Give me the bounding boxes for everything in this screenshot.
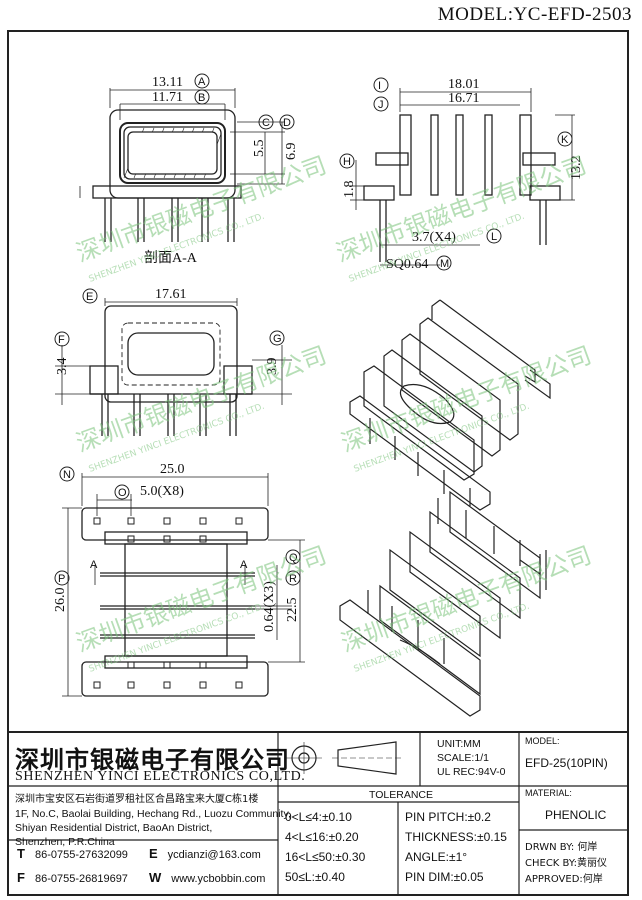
title-block: 深圳市银磁电子有限公司 SHENZHEN YINCI ELECTRONICS C… bbox=[7, 732, 629, 896]
marker-j: J bbox=[378, 99, 384, 111]
marker-q: Q bbox=[289, 552, 298, 564]
watermark-cn-6: 深圳市银磁电子有限公司 bbox=[337, 541, 595, 658]
section-mark-left: A bbox=[90, 559, 98, 571]
dim-q-value: 0.64(X3) bbox=[262, 581, 277, 632]
email-label: E bbox=[149, 846, 158, 861]
dim-r-value: 22.5 bbox=[285, 598, 300, 623]
dim-l-value: 3.7(X4) bbox=[412, 230, 456, 245]
dim-h-value: 1.8 bbox=[342, 181, 357, 199]
dim-c-value: 5.5 bbox=[252, 140, 267, 158]
address-line: Shiyan Residential District, BaoAn Distr… bbox=[15, 822, 213, 834]
view-bottom bbox=[62, 473, 305, 697]
fax-row: F 86-0755-26819697 bbox=[17, 870, 128, 885]
view-front bbox=[55, 298, 292, 436]
tolerance-title: TOLERANCE bbox=[369, 789, 433, 801]
address-line: 1F, No.C, Baolai Building, Hechang Rd., … bbox=[15, 808, 291, 820]
dim-k-value: 13.2 bbox=[569, 156, 584, 181]
marker-g: G bbox=[273, 333, 282, 345]
dim-b-value: 11.71 bbox=[152, 90, 183, 105]
marker-d: D bbox=[283, 117, 291, 129]
tolerance-row: 16<L≤50:±0.30 bbox=[285, 850, 366, 864]
check-by: CHECK BY:黄丽仪 bbox=[525, 858, 608, 869]
approved-by: APPROVED:何岸 bbox=[525, 874, 603, 885]
marker-l: L bbox=[491, 231, 497, 243]
marker-b: B bbox=[198, 92, 205, 104]
view-section-aa bbox=[79, 88, 285, 242]
pin-spec-row: PIN DIM:±0.05 bbox=[405, 870, 484, 884]
marker-k: K bbox=[561, 134, 569, 146]
view-side bbox=[350, 88, 575, 266]
dim-n-value: 25.0 bbox=[160, 462, 185, 477]
dim-d-value: 6.9 bbox=[284, 143, 299, 161]
tolerance-row: 4<L≤16:±0.20 bbox=[285, 830, 359, 844]
isometric-view-bottom bbox=[339, 490, 547, 717]
fax-label: F bbox=[17, 870, 25, 885]
material-label: MATERIAL: bbox=[525, 788, 572, 798]
marker-r: R bbox=[289, 573, 297, 585]
dim-e-value: 17.61 bbox=[155, 287, 187, 302]
dim-m-value: SQ0.64 bbox=[386, 257, 428, 272]
marker-p: P bbox=[58, 573, 65, 585]
projection-symbol bbox=[286, 741, 402, 775]
marker-h: H bbox=[343, 156, 351, 168]
marker-i: I bbox=[378, 80, 381, 92]
unit-text: UNIT:MM bbox=[437, 738, 481, 750]
watermark-cn-2: 深圳市银磁电子有限公司 bbox=[332, 151, 590, 268]
pin-spec-row: THICKNESS:±0.15 bbox=[405, 830, 507, 844]
watermark: 深圳市银磁电子有限公司 SHENZHEN YINCI ELECTRONICS C… bbox=[72, 151, 595, 675]
model-label: MODEL: bbox=[525, 736, 560, 746]
watermark-cn-4: 深圳市银磁电子有限公司 bbox=[337, 341, 595, 458]
dim-i-value: 18.01 bbox=[448, 77, 480, 92]
tel-row: T 86-0755-27632099 bbox=[17, 846, 128, 861]
ul-rec-text: UL REC:94V-0 bbox=[437, 766, 506, 778]
web-label: W bbox=[149, 870, 162, 885]
section-label: 剖面A-A bbox=[144, 250, 198, 266]
isometric-view-top bbox=[349, 299, 551, 511]
marker-o: O bbox=[118, 487, 127, 499]
drawing-frame bbox=[7, 30, 629, 896]
model-header: MODEL:YC-EFD-2503 bbox=[437, 4, 632, 25]
tel-value: 86-0755-27632099 bbox=[34, 849, 128, 861]
dim-o-value: 5.0(X8) bbox=[140, 484, 184, 499]
pin-spec-row: ANGLE:±1° bbox=[405, 850, 468, 864]
scale-text: SCALE:1/1 bbox=[437, 752, 489, 764]
email-value[interactable]: ycdianzi@163.com bbox=[167, 849, 261, 861]
address-line: Shenzhen, P.R.China bbox=[15, 836, 115, 848]
fax-value: 86-0755-26819697 bbox=[34, 873, 128, 885]
dim-j-value: 16.71 bbox=[448, 91, 480, 106]
dim-a-value: 13.11 bbox=[152, 75, 183, 90]
pin-spec-row: PIN PITCH:±0.2 bbox=[405, 810, 491, 824]
marker-n: N bbox=[63, 469, 71, 481]
company-name-en: SHENZHEN YINCI ELECTRONICS CO,LTD. bbox=[15, 769, 306, 784]
material-value: PHENOLIC bbox=[545, 808, 607, 822]
web-value[interactable]: www.ycbobbin.com bbox=[171, 873, 266, 885]
company-name-cn: 深圳市银磁电子有限公司 bbox=[15, 746, 290, 774]
section-mark-right: A bbox=[240, 559, 248, 571]
marker-e: E bbox=[86, 291, 93, 303]
marker-f: F bbox=[58, 334, 65, 346]
model-value: EFD-25(10PIN) bbox=[525, 756, 608, 770]
tel-label: T bbox=[17, 846, 25, 861]
drawn-by: DRWN BY: 何岸 bbox=[525, 842, 598, 853]
tolerance-row: 50≤L:±0.40 bbox=[285, 870, 345, 884]
dim-p-value: 26.0 bbox=[53, 588, 68, 613]
watermark-cn-3: 深圳市银磁电子有限公司 bbox=[72, 341, 330, 458]
title-block-grid bbox=[7, 731, 629, 896]
marker-m: M bbox=[440, 258, 449, 270]
marker-c: C bbox=[262, 117, 270, 129]
marker-a: A bbox=[198, 76, 206, 88]
address-line: 深圳市宝安区石岩街道罗租社区合昌路宝来大厦C栋1楼 bbox=[15, 794, 259, 805]
dim-g-value: 3.9 bbox=[265, 358, 280, 376]
dim-f-value: 3.4 bbox=[55, 358, 70, 376]
company-address: 深圳市宝安区石岩街道罗租社区合昌路宝来大厦C栋1楼 1F, No.C, Baol… bbox=[15, 793, 295, 849]
tolerance-row: 0<L≤4:±0.10 bbox=[285, 810, 352, 824]
